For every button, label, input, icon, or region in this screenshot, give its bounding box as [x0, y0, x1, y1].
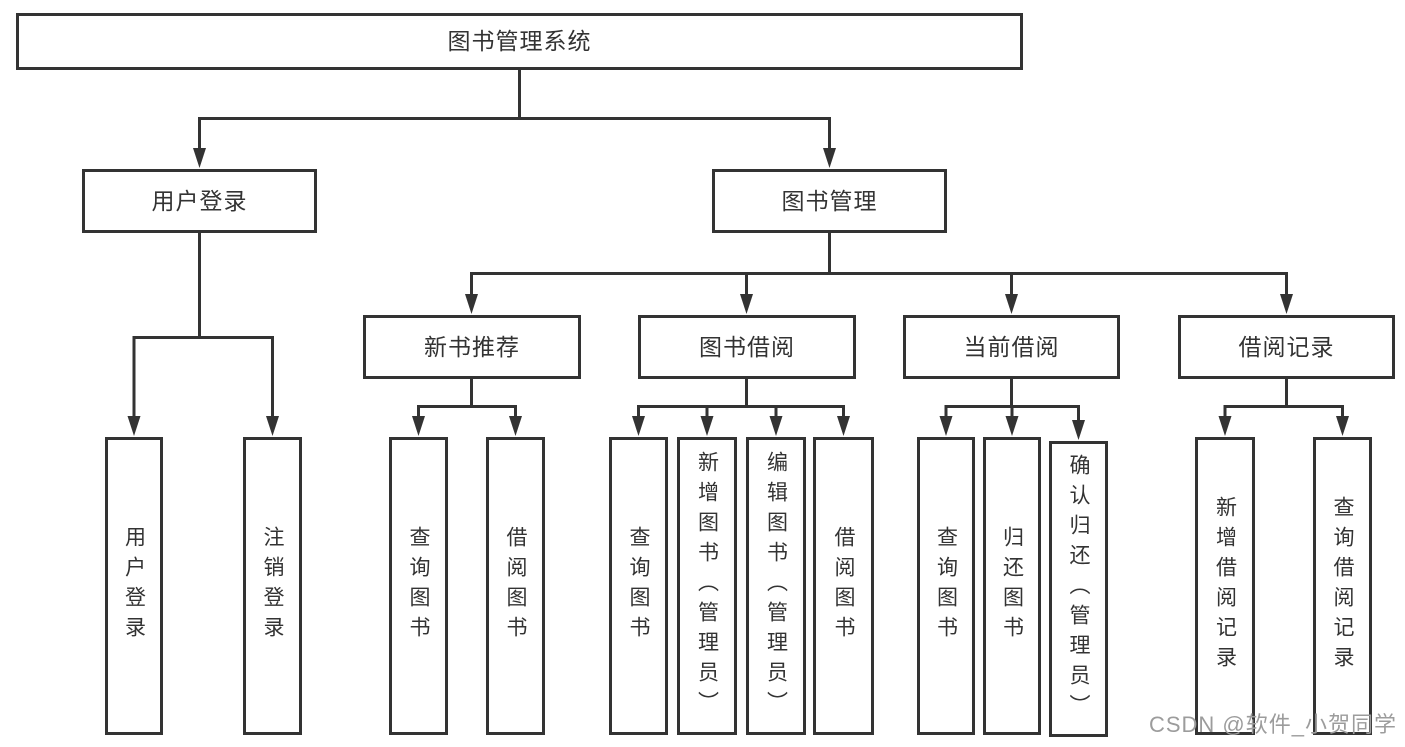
node-rec-query-books: 查询图书	[389, 437, 448, 735]
node-bb-borrow-books: 借阅图书	[813, 437, 874, 735]
arrowhead-icon	[1005, 416, 1019, 436]
node-current-borrowing: 当前借阅	[903, 315, 1120, 379]
arrowhead-icon	[465, 294, 478, 314]
arrowhead-icon	[1336, 416, 1349, 436]
node-cb-return-books: 归还图书	[983, 437, 1041, 735]
arrowhead-icon	[823, 148, 836, 168]
arrowhead-icon	[412, 416, 425, 436]
connector-borrowrecords-to-leaves	[1223, 379, 1344, 420]
connector-bookborrow-to-leaves	[637, 379, 845, 420]
arrowhead-icon	[266, 416, 279, 436]
node-cb-confirm-return-admin: 确认归还（管理员）	[1049, 441, 1108, 737]
node-br-query-borrow-record: 查询借阅记录	[1313, 437, 1372, 735]
arrowhead-icon	[632, 416, 645, 436]
connector-currentborrow-to-leaves	[944, 379, 1080, 424]
node-user-login: 用户登录	[105, 437, 163, 735]
arrowhead-icon	[939, 416, 953, 436]
arrowhead-icon	[837, 416, 850, 436]
node-cb-query-books: 查询图书	[917, 437, 975, 735]
node-borrowing-records: 借阅记录	[1178, 315, 1395, 379]
node-new-book-recommendation: 新书推荐	[363, 315, 581, 379]
arrowhead-icon	[769, 416, 783, 436]
arrowhead-icon	[1218, 416, 1232, 436]
node-br-add-borrow-record: 新增借阅记录	[1195, 437, 1255, 735]
arrowhead-icon	[740, 294, 753, 314]
node-bb-query-books: 查询图书	[609, 437, 668, 735]
node-bb-add-books-admin: 新增图书（管理员）	[677, 437, 737, 735]
node-library-management-system: 图书管理系统	[16, 13, 1023, 70]
connector-userlogin-to-leaves	[132, 233, 274, 420]
arrowhead-icon	[127, 416, 141, 436]
arrowhead-icon	[700, 416, 714, 436]
node-logout: 注销登录	[243, 437, 302, 735]
arrowhead-icon	[509, 416, 522, 436]
node-book-borrowing: 图书借阅	[638, 315, 856, 379]
watermark: CSDN @软件_小贺同学	[1148, 712, 1397, 737]
node-rec-borrow-books: 借阅图书	[486, 437, 545, 735]
arrowhead-icon	[1005, 294, 1018, 314]
connector-root-to-level2	[198, 70, 831, 152]
node-bb-edit-books-admin: 编辑图书（管理员）	[746, 437, 806, 735]
arrowhead-icon	[1072, 420, 1085, 440]
arrowhead-icon	[193, 148, 206, 168]
arrowhead-icon	[1280, 294, 1293, 314]
node-user-login-module: 用户登录	[82, 169, 317, 233]
node-book-management: 图书管理	[712, 169, 947, 233]
connector-newbookrec-to-leaves	[417, 379, 517, 420]
connector-bookmgmt-to-level3	[470, 233, 1288, 298]
